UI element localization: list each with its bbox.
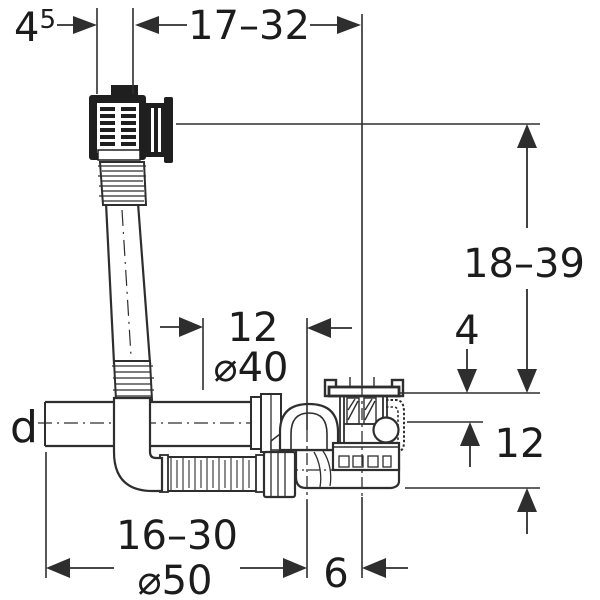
- drain-flange: [327, 385, 401, 398]
- arrow-down: [457, 369, 477, 393]
- dim-bottom-offset-label: 6: [323, 551, 348, 597]
- strainer-inserts: [346, 397, 377, 425]
- dim-mid-offset-label: 12: [228, 305, 279, 351]
- dimension-lines: [45, 8, 540, 578]
- hose-elbow: [112, 396, 164, 493]
- dim-bottom-span-label: 16–30: [116, 513, 238, 559]
- arrow-right: [179, 317, 203, 337]
- arrow-left: [362, 558, 386, 578]
- dim-mid-diameter-label: ⌀40: [214, 345, 289, 391]
- trap-clips: [338, 455, 392, 468]
- valve-ball: [372, 416, 400, 444]
- hose-corrugation-lower: [112, 360, 154, 401]
- arrow-left: [307, 318, 331, 338]
- arrow-down: [517, 369, 537, 393]
- hose-collar-right: [255, 454, 265, 493]
- pipe-d: [38, 393, 282, 453]
- dim-top-left-label: 45: [14, 5, 56, 51]
- arrow-left: [46, 558, 70, 578]
- arrow-up: [460, 422, 480, 446]
- arrow-right: [73, 16, 97, 34]
- arrow-left: [135, 16, 159, 34]
- arrow-right: [337, 16, 361, 34]
- hose-centerline: [121, 209, 132, 357]
- dimension-labels: 45 17–32 18–39 4 12 12 ⌀40 d 16–30 ⌀50 6: [10, 3, 585, 600]
- horizontal-corrugated-hose: [159, 450, 297, 499]
- dim-height-range-label: 18–39: [463, 241, 585, 287]
- dim-top-span-label: 17–32: [188, 3, 310, 49]
- dim-right-lower-label: 12: [495, 421, 546, 467]
- elbow-arch: [278, 402, 340, 452]
- hose-corrugation-upper: [98, 161, 148, 206]
- dim-bottom-diameter-label: ⌀50: [138, 558, 213, 600]
- turn-handle-actuator: [89, 85, 173, 163]
- actuator-shaft-cap: [164, 97, 173, 163]
- drain-trap: [323, 377, 405, 472]
- hose-tube: [104, 201, 152, 365]
- pipe-d-nut: [250, 396, 262, 450]
- hose-ribs: [170, 458, 250, 490]
- actuator-top-tab: [111, 85, 138, 96]
- dim-right-small-label: 4: [454, 308, 479, 354]
- arrow-right: [283, 558, 307, 578]
- arrow-up: [517, 488, 537, 512]
- hose-nut: [262, 450, 297, 499]
- vertical-hose: [98, 161, 164, 493]
- arrow-up: [517, 124, 537, 148]
- pipe-d-label: d: [10, 402, 38, 453]
